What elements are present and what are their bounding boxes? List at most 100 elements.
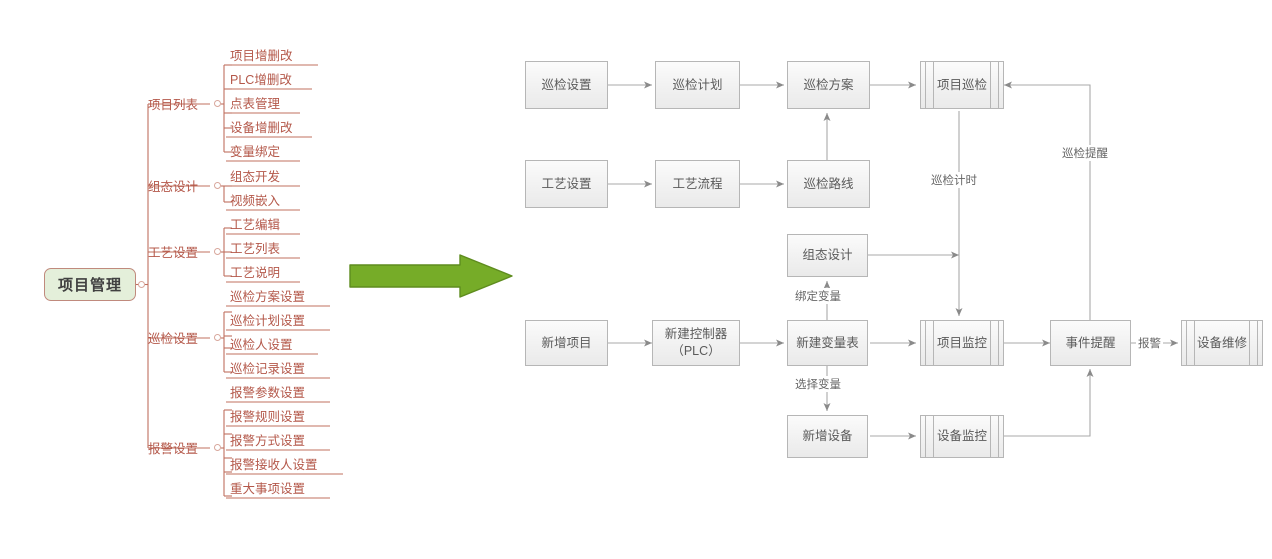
mindmap-leaf-label: 设备增删改 (230, 120, 293, 135)
flow-node-项目巡检[interactable]: 项目巡检 (920, 61, 1004, 109)
mindmap-leaf[interactable]: 项目增删改 (230, 45, 293, 63)
mindmap-leaf-label: 工艺列表 (230, 241, 281, 256)
mindmap-branch-collapse-icon[interactable] (214, 248, 221, 255)
mindmap-leaf-label: PLC增删改 (230, 72, 292, 87)
flow-edge-label-绑定变量: 绑定变量 (793, 288, 843, 304)
mindmap-leaf-label: 巡检记录设置 (230, 361, 306, 376)
flow-edge-label-报警: 报警 (1136, 335, 1163, 351)
flow-edge-label-text: 选择变量 (795, 379, 841, 391)
mindmap-root-collapse-icon[interactable] (138, 281, 145, 288)
mindmap-leaf-label: 组态开发 (230, 169, 281, 184)
mindmap-root-label: 项目管理 (57, 277, 122, 294)
flow-node-label: 设备维修 (1196, 335, 1247, 350)
mindmap-leaf[interactable]: 巡检人设置 (230, 334, 293, 352)
flow-node-label: 工艺设置 (541, 176, 592, 191)
mindmap-leaf-label: 工艺编辑 (230, 217, 281, 232)
flow-node-label: 巡检方案 (803, 77, 854, 92)
flow-edge-label-text: 绑定变量 (795, 291, 841, 303)
mindmap-branch-label: 组态设计 (148, 179, 199, 194)
mindmap-leaf[interactable]: 设备增删改 (230, 117, 293, 135)
flow-node-label: 巡检路线 (803, 176, 854, 191)
flow-node-巡检计划[interactable]: 巡检计划 (655, 61, 740, 109)
flow-node-组态设计[interactable]: 组态设计 (787, 234, 868, 277)
mindmap-branch-工艺设置[interactable]: 工艺设置 (148, 242, 198, 260)
mindmap-leaf-label: 工艺说明 (230, 265, 281, 280)
flow-edge-label-text: 巡检计时 (931, 175, 977, 187)
flow-node-巡检路线[interactable]: 巡检路线 (787, 160, 870, 208)
mindmap-leaf[interactable]: 报警规则设置 (230, 406, 305, 424)
flow-node-label: 新增项目 (541, 335, 592, 350)
mindmap-leaf[interactable]: 视频嵌入 (230, 190, 280, 208)
mindmap-branch-项目列表[interactable]: 项目列表 (148, 94, 198, 112)
flow-node-label: 巡检设置 (541, 77, 592, 92)
mindmap-branch-collapse-icon[interactable] (214, 334, 221, 341)
mindmap-root-node[interactable]: 项目管理 (44, 268, 136, 301)
flow-node-设备监控[interactable]: 设备监控 (920, 415, 1004, 458)
mindmap-leaf-label: 项目增删改 (230, 48, 293, 63)
flow-node-label: 新建控制器 （PLC） (664, 327, 728, 358)
mindmap-leaf[interactable]: 报警方式设置 (230, 430, 305, 448)
mindmap-branch-collapse-icon[interactable] (214, 100, 221, 107)
flow-node-事件提醒[interactable]: 事件提醒 (1050, 320, 1131, 366)
mindmap-branch-label: 报警设置 (148, 441, 199, 456)
flow-node-项目监控[interactable]: 项目监控 (920, 320, 1004, 366)
mindmap-leaf-label: 视频嵌入 (230, 193, 281, 208)
flow-node-新增设备[interactable]: 新增设备 (787, 415, 868, 458)
flow-node-label: 巡检计划 (672, 77, 723, 92)
flow-node-label: 事件提醒 (1065, 335, 1116, 350)
flow-node-巡检方案[interactable]: 巡检方案 (787, 61, 870, 109)
mindmap-branch-巡检设置[interactable]: 巡检设置 (148, 328, 198, 346)
flow-edge-label-选择变量: 选择变量 (793, 376, 843, 392)
mindmap-leaf-label: 巡检方案设置 (230, 289, 306, 304)
mindmap-leaf[interactable]: 巡检方案设置 (230, 286, 305, 304)
mindmap-leaf-label: 巡检人设置 (230, 337, 293, 352)
flow-edge-label-巡检计时: 巡检计时 (929, 172, 979, 188)
flow-node-工艺流程[interactable]: 工艺流程 (655, 160, 740, 208)
mindmap-leaf[interactable]: 工艺编辑 (230, 214, 280, 232)
mindmap-leaf[interactable]: 巡检计划设置 (230, 310, 305, 328)
mindmap-branch-label: 工艺设置 (148, 245, 199, 260)
flow-node-label: 新建变量表 (796, 335, 859, 350)
mindmap-leaf-label: 点表管理 (230, 96, 281, 111)
mindmap-leaf[interactable]: 工艺说明 (230, 262, 280, 280)
mindmap-leaf-label: 报警方式设置 (230, 433, 306, 448)
mindmap-branch-报警设置[interactable]: 报警设置 (148, 438, 198, 456)
flow-edge-label-巡检提醒: 巡检提醒 (1060, 145, 1110, 161)
flow-node-新建变量表[interactable]: 新建变量表 (787, 320, 868, 366)
flow-node-label: 设备监控 (936, 429, 987, 444)
flow-node-工艺设置[interactable]: 工艺设置 (525, 160, 608, 208)
mindmap-leaf[interactable]: 变量绑定 (230, 141, 280, 159)
flow-node-新增项目[interactable]: 新增项目 (525, 320, 608, 366)
mindmap-leaf[interactable]: 巡检记录设置 (230, 358, 305, 376)
mindmap-branch-组态设计[interactable]: 组态设计 (148, 176, 198, 194)
mindmap-leaf[interactable]: PLC增删改 (230, 69, 292, 87)
mindmap-leaf-label: 巡检计划设置 (230, 313, 306, 328)
flow-node-label: 项目巡检 (936, 77, 987, 92)
mindmap-branch-collapse-icon[interactable] (214, 444, 221, 451)
mindmap-leaf-label: 报警接收人设置 (230, 457, 318, 472)
mindmap-leaf[interactable]: 组态开发 (230, 166, 280, 184)
flow-node-巡检设置[interactable]: 巡检设置 (525, 61, 608, 109)
mindmap-branch-label: 巡检设置 (148, 331, 199, 346)
mindmap-leaf[interactable]: 工艺列表 (230, 238, 280, 256)
flow-node-新建控制器-plc[interactable]: 新建控制器 （PLC） (652, 320, 740, 366)
mindmap-leaf-label: 报警参数设置 (230, 385, 306, 400)
mindmap-branch-collapse-icon[interactable] (214, 182, 221, 189)
flow-edge-label-text: 巡检提醒 (1062, 148, 1108, 160)
mindmap-leaf-label: 重大事项设置 (230, 481, 306, 496)
mindmap-leaf[interactable]: 报警接收人设置 (230, 454, 318, 472)
mindmap-leaf[interactable]: 重大事项设置 (230, 478, 305, 496)
flow-node-设备维修[interactable]: 设备维修 (1181, 320, 1263, 366)
flow-edge-label-text: 报警 (1138, 338, 1161, 350)
flow-node-label: 新增设备 (802, 429, 853, 444)
flow-node-label: 组态设计 (802, 248, 853, 263)
flow-node-label: 工艺流程 (672, 176, 723, 191)
green-right-arrow-icon (349, 254, 513, 298)
mindmap-leaf[interactable]: 报警参数设置 (230, 382, 305, 400)
mindmap-leaf-label: 报警规则设置 (230, 409, 306, 424)
flow-node-label: 项目监控 (936, 335, 987, 350)
mindmap-leaf[interactable]: 点表管理 (230, 93, 280, 111)
